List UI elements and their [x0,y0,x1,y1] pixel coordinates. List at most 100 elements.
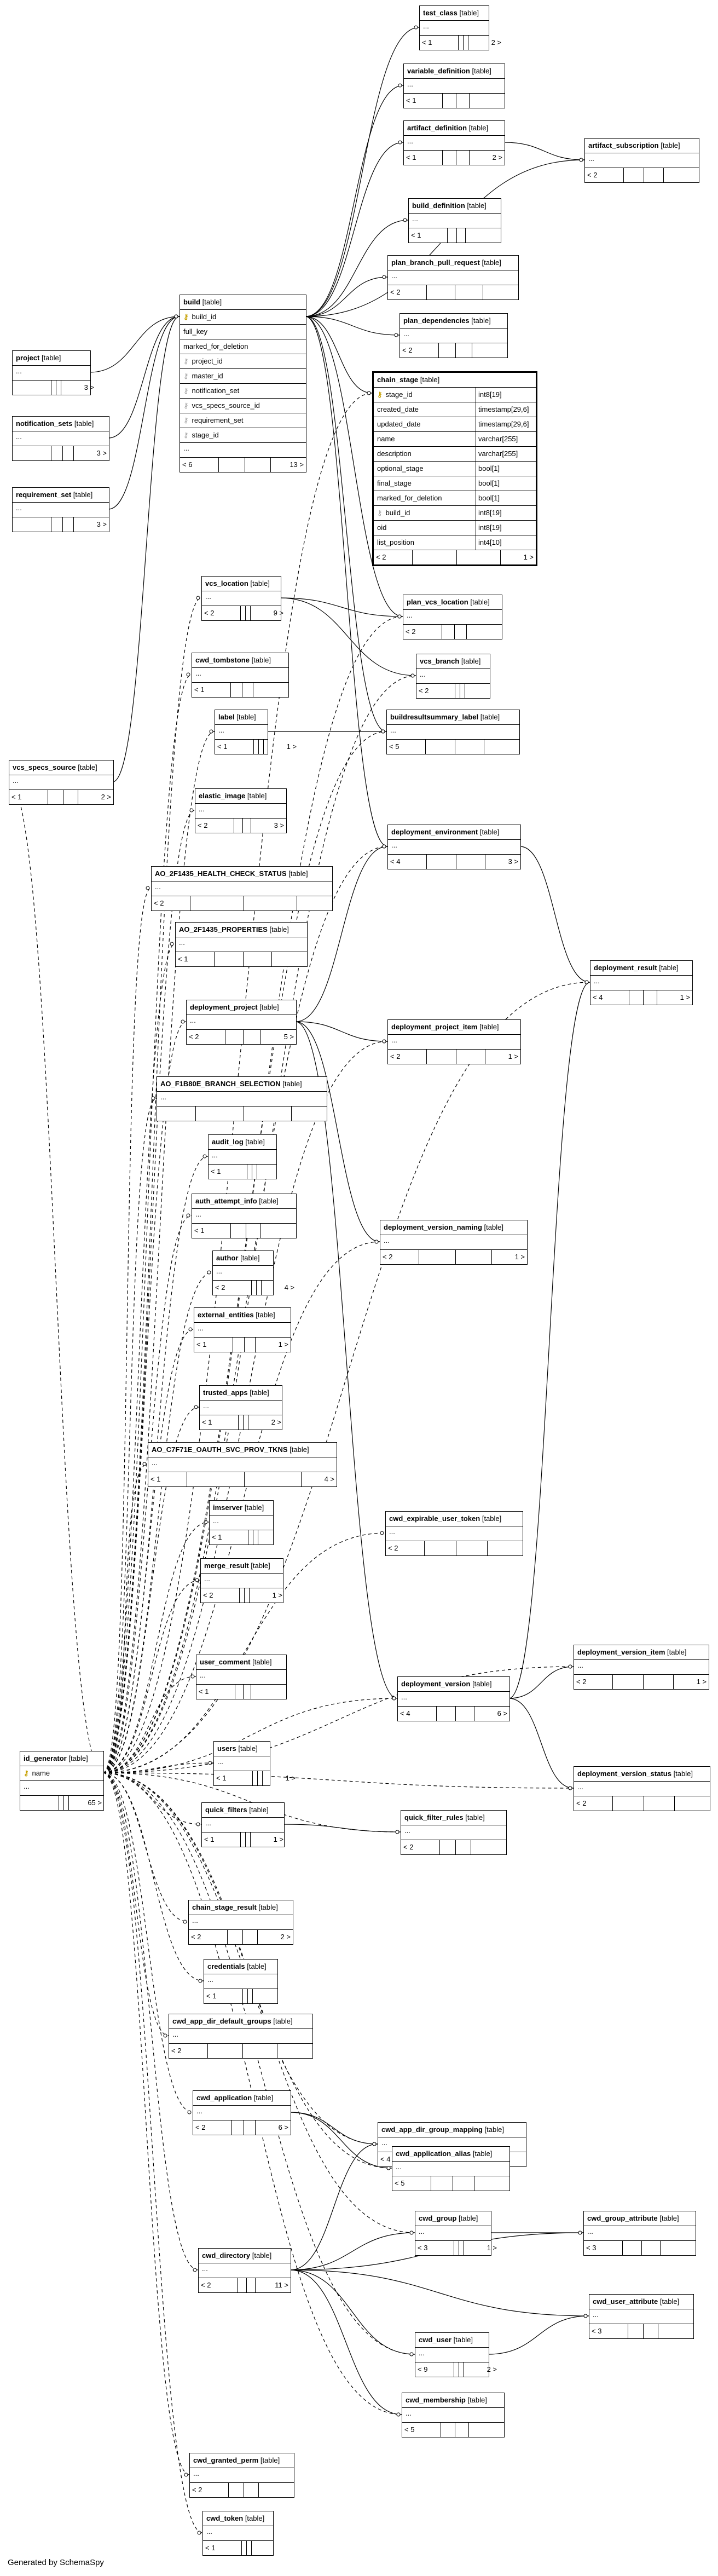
more-columns-ellipsis: ... [194,1322,291,1337]
table-plan-branch-pull-request[interactable]: plan_branch_pull_request [table]...< 2 [387,255,519,300]
table-cwd-app-dir-default-groups[interactable]: cwd_app_dir_default_groups [table]...< 2 [169,2014,313,2059]
table-cwd-tombstone[interactable]: cwd_tombstone [table]...< 1 [192,653,289,698]
footer-cell [427,285,455,299]
table-requirement-set[interactable]: requirement_set [table]...3 > [12,487,109,532]
table-imserver[interactable]: imserver [table]...< 1 [209,1500,274,1545]
table-plan-dependencies[interactable]: plan_dependencies [table]...< 2 [399,313,508,358]
table-header: deployment_version_item [table] [574,1645,709,1659]
table-user-comment[interactable]: user_comment [table]...< 1 [196,1655,287,1699]
table-cwd-user-attribute[interactable]: cwd_user_attribute [table]...< 3 [589,2294,694,2339]
table-quick-filter-rules[interactable]: quick_filter_rules [table]...< 2 [401,1810,507,1855]
table-name: build [183,298,201,306]
children-count: 4 > [284,1283,294,1292]
parents-count: < 2 [388,1050,427,1064]
table-kind: [table] [453,2336,473,2344]
footer-cell [242,2541,247,2555]
table-name: buildresultsummary_label [390,713,479,721]
children-count: 3 > [84,383,94,391]
table-ao-props[interactable]: AO_2F1435_PROPERTIES [table]...< 1 [175,922,308,967]
relationship-line [102,674,192,1773]
table-auth-attempt-info[interactable]: auth_attempt_info [table]...< 1 [192,1194,297,1238]
table-audit-log[interactable]: audit_log [table]...< 1 [208,1134,277,1179]
parents-count: < 2 [193,2120,232,2135]
table-cwd-membership[interactable]: cwd_membership [table]...< 5 [402,2393,505,2437]
more-columns-ellipsis: ... [213,1265,273,1280]
table-buildresultsummary-label[interactable]: buildresultsummary_label [table]...< 5 [386,710,520,754]
crowfoot-marker [146,886,150,890]
table-notification-sets[interactable]: notification_sets [table]...3 > [12,416,109,461]
table-cwd-application-alias[interactable]: cwd_application_alias [table]...< 5 [392,2146,510,2191]
relationship-counts: < 1 [210,1530,273,1545]
table-name: vcs_specs_source [13,763,76,771]
table-build[interactable]: build [table]build_idfull_keymarked_for_… [180,295,306,472]
table-ao-health[interactable]: AO_2F1435_HEALTH_CHECK_STATUS [table]...… [151,866,333,911]
children-count: 9 > [273,609,283,617]
column-name: optional_stage [377,464,424,472]
table-cwd-expirable-user-token[interactable]: cwd_expirable_user_token [table]...< 2 [385,1511,523,1556]
table-kind: [table] [250,579,270,587]
table-build-definition[interactable]: build_definition [table]...< 1 [408,198,501,243]
table-ao-branch[interactable]: AO_F1B80E_BRANCH_SELECTION [table]... [157,1076,327,1121]
parents-count: < 1 [194,1338,233,1352]
relationship-counts: < 2 [386,1541,523,1555]
table-name: build_definition [412,201,465,210]
table-credentials[interactable]: credentials [table]...< 1 [204,1959,278,2004]
table-name: artifact_subscription [588,141,659,149]
parents-count: < 2 [187,1030,225,1044]
table-ao-oauth[interactable]: AO_C7F71E_OAUTH_SVC_PROV_TKNS [table]...… [148,1442,337,1487]
table-cwd-group-attribute[interactable]: cwd_group_attribute [table]...< 3 [583,2211,696,2256]
table-chain-stage[interactable]: chain_stage [table]stage_idint8[19]creat… [372,371,537,566]
table-header: author [table] [213,1251,273,1265]
table-name: credentials [207,1962,245,1970]
table-variable-definition[interactable]: variable_definition [table]...< 1 [403,64,505,108]
footer-cell [644,990,657,1005]
table-project[interactable]: project [table]...3 > [12,350,94,395]
table-header: AO_C7F71E_OAUTH_SVC_PROV_TKNS [table] [148,1443,337,1457]
crowfoot-marker [194,1405,198,1409]
table-id-generator[interactable]: id_generator [table]name...65 > [20,1751,104,1811]
table-vcs-branch[interactable]: vcs_branch [table]...< 2 [416,654,490,699]
table-cwd-token[interactable]: cwd_token [table]...< 1 [202,2511,274,2556]
table-plan-vcs-location[interactable]: plan_vcs_location [table]...< 2 [403,595,502,639]
parents-count: < 1 [214,1771,253,1785]
table-kind: [table] [661,141,680,149]
footer-cell [247,1165,252,1179]
relationship-line [295,1021,380,1242]
table-cwd-granted-perm[interactable]: cwd_granted_perm [table]...< 2 [189,2453,294,2498]
parents-count [13,517,51,532]
footer-cell [243,1930,258,1944]
table-header: label [table] [215,710,268,724]
footer-cell [456,855,485,869]
column-name: build_id [183,313,216,321]
footer-cell [246,606,251,620]
table-artifact-subscription[interactable]: artifact_subscription [table]...< 2 [584,138,699,183]
table-deployment-version-status[interactable]: deployment_version_status [table]...< 2 [574,1766,710,1811]
more-columns-ellipsis: ... [209,1149,276,1164]
